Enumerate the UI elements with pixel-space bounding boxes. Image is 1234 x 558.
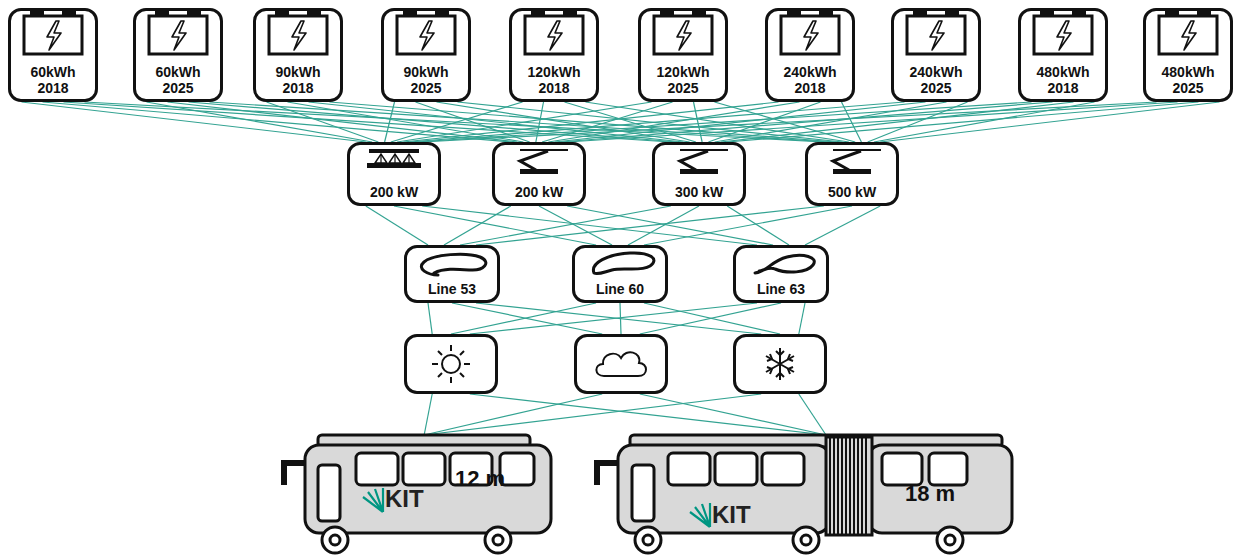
connector-line xyxy=(385,102,395,142)
kit-logo-mark xyxy=(690,503,710,527)
battery-box: 480kWh2018 xyxy=(1018,8,1108,102)
connector-line xyxy=(366,206,428,245)
connector-line xyxy=(424,394,432,435)
connector-line xyxy=(567,102,1177,142)
bus-12m-illustration xyxy=(284,435,551,553)
connector-line xyxy=(694,102,703,142)
connector-line xyxy=(628,206,699,245)
connector-line xyxy=(727,102,1198,142)
connector-line xyxy=(548,102,799,142)
connector-line xyxy=(470,303,757,334)
node-label: 2018 xyxy=(1047,80,1078,96)
battery-box: 120kWh2025 xyxy=(638,8,728,102)
battery-box: 60kWh2018 xyxy=(8,8,98,102)
connector-line xyxy=(416,102,1032,142)
node-label: 120kWh xyxy=(657,64,710,80)
node-label: 2025 xyxy=(410,80,441,96)
connector-line xyxy=(470,394,826,435)
connector-line xyxy=(880,102,1219,142)
connector-line xyxy=(85,102,824,142)
node-label: 2025 xyxy=(920,80,951,96)
connector-line xyxy=(644,206,852,245)
logo-text: KIT xyxy=(385,487,424,511)
node-label: 2025 xyxy=(667,80,698,96)
connector-line xyxy=(451,303,596,334)
connector-line xyxy=(799,303,805,334)
connector-line xyxy=(43,102,511,142)
bus-node: KIT 18 m xyxy=(595,435,1015,547)
connector-line xyxy=(561,102,1053,142)
connector-line xyxy=(640,303,781,334)
connector-line xyxy=(567,206,773,245)
bus-node: KIT 12 m xyxy=(280,435,552,547)
node-label: 60kWh xyxy=(155,64,200,80)
connector-line xyxy=(189,102,678,142)
connector-line xyxy=(620,303,621,334)
node-label: Line 60 xyxy=(596,281,644,297)
charger-box: 200 kW xyxy=(492,142,586,206)
node-label: 60kWh xyxy=(30,64,75,80)
weather-box xyxy=(574,334,668,394)
battery-box: 90kWh2025 xyxy=(381,8,471,102)
route-box: Line 53 xyxy=(404,245,500,303)
connector-line xyxy=(721,102,1074,142)
connector-line xyxy=(444,206,511,245)
node-label: 120kWh xyxy=(528,64,581,80)
node-label: 480kWh xyxy=(1037,64,1090,80)
connector-line xyxy=(727,206,789,245)
connector-line xyxy=(422,206,757,245)
route-box: Line 63 xyxy=(733,245,829,303)
connector-line xyxy=(868,102,968,142)
node-label: 200 kW xyxy=(370,184,418,200)
kit-logo-mark xyxy=(363,488,383,512)
node-label: 2018 xyxy=(794,80,825,96)
logo-text: KIT xyxy=(712,503,751,527)
node-label: 2018 xyxy=(538,80,569,96)
connector-line xyxy=(799,394,826,435)
node-label: 200 kW xyxy=(515,184,563,200)
node-label: 2018 xyxy=(282,80,313,96)
weather-box xyxy=(733,334,827,394)
charger-box: 200 kW xyxy=(347,142,441,206)
battery-box: 90kWh2018 xyxy=(253,8,343,102)
node-label: 500 kW xyxy=(828,184,876,200)
battery-box: 120kWh2018 xyxy=(509,8,599,102)
node-label: 2018 xyxy=(37,80,68,96)
node-label: 2025 xyxy=(1172,80,1203,96)
node-label: 90kWh xyxy=(403,64,448,80)
node-label: 2025 xyxy=(162,80,193,96)
node-label: 240kWh xyxy=(910,64,963,80)
length-label: 18 m xyxy=(905,483,955,505)
battery-box: 240kWh2018 xyxy=(765,8,855,102)
battery-box: 60kWh2025 xyxy=(133,8,223,102)
connector-line xyxy=(424,394,602,435)
charger-box: 300 kW xyxy=(652,142,746,206)
connector-line xyxy=(715,102,947,142)
node-label: 480kWh xyxy=(1162,64,1215,80)
node-label: 240kWh xyxy=(784,64,837,80)
connector-line xyxy=(805,206,880,245)
length-label: 12 m xyxy=(455,468,505,490)
node-label: Line 63 xyxy=(757,281,805,297)
connector-line xyxy=(640,394,826,435)
battery-box: 240kWh2025 xyxy=(891,8,981,102)
connector-line xyxy=(428,303,432,334)
weather-box xyxy=(404,334,498,394)
bus-18m-illustration xyxy=(597,435,1012,553)
node-label: Line 53 xyxy=(428,281,476,297)
node-label: 90kWh xyxy=(275,64,320,80)
charger-box: 500 kW xyxy=(805,142,899,206)
battery-box: 480kWh2025 xyxy=(1143,8,1233,102)
node-label: 300 kW xyxy=(675,184,723,200)
connector-line xyxy=(330,102,837,142)
route-box: Line 60 xyxy=(572,245,668,303)
connector-line xyxy=(452,303,602,334)
connector-line xyxy=(476,206,824,245)
connector-line xyxy=(842,102,862,142)
connector-line xyxy=(874,102,1095,142)
connector-line xyxy=(424,394,761,435)
